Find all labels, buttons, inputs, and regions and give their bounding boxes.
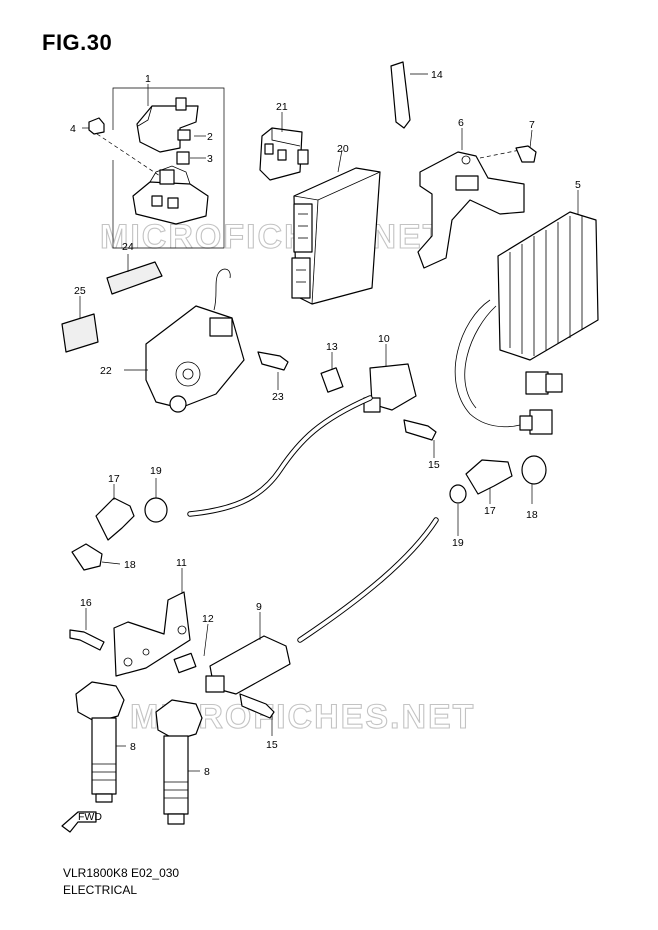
- leader-lines: [79, 73, 579, 772]
- callout-5: 5: [575, 179, 581, 191]
- callout-15-bottom: 15: [266, 739, 278, 751]
- part-11-bracket: [113, 591, 191, 677]
- callout-24: 24: [122, 241, 134, 253]
- part-25-sheet: [61, 313, 99, 353]
- callout-13: 13: [326, 341, 338, 353]
- callout-25: 25: [74, 285, 86, 297]
- part-17-boot-right: [465, 459, 513, 495]
- callout-15-top: 15: [428, 459, 440, 471]
- part-20-ecm: [291, 167, 381, 305]
- callout-16: 16: [80, 597, 92, 609]
- callout-10: 10: [378, 333, 390, 345]
- callout-3: 3: [207, 153, 213, 165]
- callout-18-left: 18: [124, 559, 136, 571]
- callout-17-left: 17: [108, 473, 120, 485]
- section-title: ELECTRICAL: [63, 883, 138, 897]
- part-12-cap: [173, 652, 197, 674]
- callout-8-right: 8: [204, 766, 210, 778]
- callout-1: 1: [145, 73, 151, 85]
- callout-labels: 1 2 3 4 14 21 20 6 7 5 24 25 22 23 13 10…: [70, 69, 581, 778]
- part-5-regulator: [454, 211, 599, 435]
- callout-20: 20: [337, 143, 349, 155]
- callout-12: 12: [202, 613, 214, 625]
- model-code: VLR1800K8 E02_030: [63, 866, 180, 880]
- part-22-sensor: [145, 268, 245, 413]
- callout-7: 7: [529, 119, 535, 131]
- fwd-arrow-icon: FWD: [61, 811, 102, 833]
- part-1-relay-assembly: [88, 87, 225, 249]
- part-24-sheet: [106, 261, 163, 295]
- part-9-ignition-coil: [205, 517, 439, 695]
- part-18-cap-right: [521, 455, 547, 485]
- part-21-coupler: [259, 127, 309, 181]
- part-19-seal-right: [449, 484, 467, 504]
- callout-14: 14: [431, 69, 443, 81]
- callout-2: 2: [207, 131, 213, 143]
- part-7-bolt: [515, 145, 537, 163]
- callout-8-left: 8: [130, 741, 136, 753]
- part-17-boot-left: [95, 497, 135, 541]
- part-16-bolt: [69, 629, 105, 651]
- fwd-label: FWD: [78, 811, 102, 823]
- part-18-cap-left: [71, 543, 103, 571]
- callout-19-right: 19: [452, 537, 464, 549]
- callout-6: 6: [458, 117, 464, 129]
- callout-21: 21: [276, 101, 288, 113]
- part-13-cap: [320, 367, 344, 393]
- part-15-bolt-bottom: [239, 693, 275, 719]
- part-8-plug-cap-left: [75, 681, 125, 803]
- part-23-bolt: [257, 351, 289, 371]
- part-8-plug-cap-right: [155, 699, 203, 825]
- part-6-bracket: [417, 149, 525, 269]
- part-14-strap: [390, 61, 411, 129]
- part-10-ignition-coil: [187, 363, 417, 517]
- callout-4: 4: [70, 123, 76, 135]
- part-19-seal-left: [144, 497, 168, 523]
- callout-23: 23: [272, 391, 284, 403]
- part-15-bolt-top: [403, 419, 437, 441]
- callout-19-left: 19: [150, 465, 162, 477]
- watermark-top: MICROFICHES.NET: [100, 218, 445, 256]
- callout-9: 9: [256, 601, 262, 613]
- figure-title: FIG.30: [42, 30, 113, 55]
- callout-17-right: 17: [484, 505, 496, 517]
- callout-22: 22: [100, 365, 112, 377]
- callout-18-right: 18: [526, 509, 538, 521]
- callout-11: 11: [176, 557, 187, 569]
